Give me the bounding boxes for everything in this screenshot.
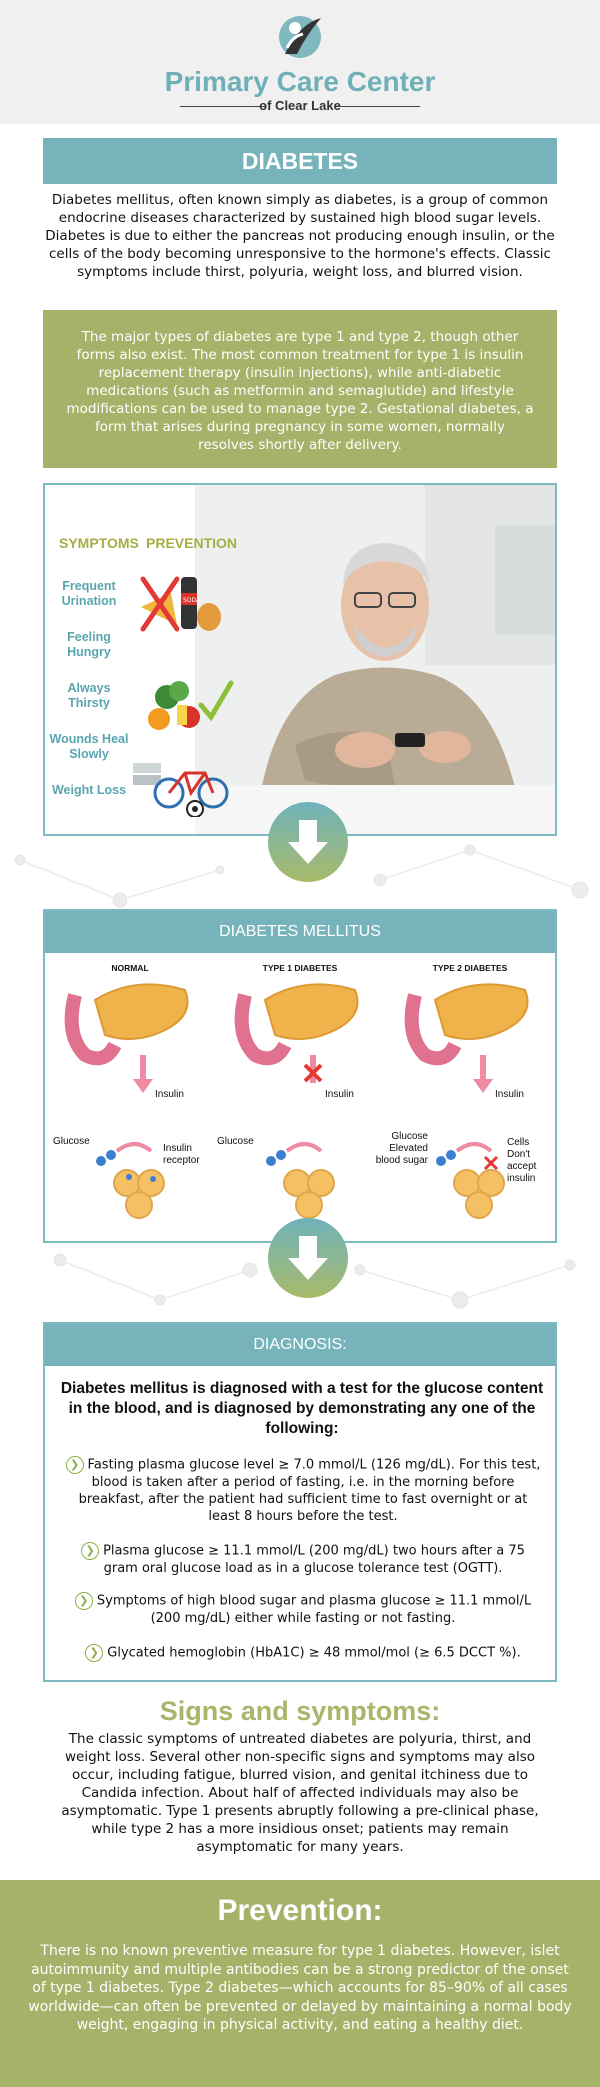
insulin-label: Insulin [325,1089,354,1100]
prevention-section: Prevention: There is no known preventive… [0,1880,600,2087]
brand-subtitle: of Clear Lake [259,98,341,113]
site-header: Primary Care Center of Clear Lake [0,0,600,124]
criteria-item: ❯Fasting plasma glucose level ≥ 7.0 mmol… [63,1456,543,1525]
symptom-item: Weight Loss [51,783,127,797]
column-label-type2: TYPE 2 DIABETES [432,963,508,973]
criteria-text: Symptoms of high blood sugar and plasma … [96,1593,532,1627]
chevron-right-icon: ❯ [74,1592,93,1610]
intro-paragraph: Diabetes mellitus, often known simply as… [45,192,555,280]
symptom-item: Feeling Hungry [67,630,111,659]
diagnosis-panel: DIAGNOSIS: Diabetes mellitus is diagnose… [43,1322,557,1682]
types-panel: The major types of diabetes are type 1 a… [43,310,557,468]
diagnosis-intro: Diabetes mellitus is diagnosed with a te… [60,1380,544,1437]
column-label-normal: NORMAL [111,963,149,973]
arrow-down-icon [268,802,348,882]
healthy-food-icon [148,680,234,730]
chevron-right-icon: ❯ [81,1542,100,1560]
diabetes-mellitus-panel: DIABETES MELLITUS NORMAL TYPE 1 DIABETES… [43,909,557,1243]
page-title: DIABETES [43,138,557,184]
arrow-down-icon [268,1218,348,1298]
signs-title: Signs and symptoms: [159,1696,441,1726]
prevention-paragraph: There is no known preventive measure for… [28,1943,572,2033]
criteria-item: ❯Glycated hemoglobin (HbA1C) ≥ 48 mmol/m… [63,1644,543,1662]
mellitus-heading: DIABETES MELLITUS [45,911,555,953]
criteria-item: ❯Plasma glucose ≥ 11.1 mmol/L (200 mg/dL… [63,1542,543,1577]
prevention-title: Prevention: [217,1894,383,1927]
cells-dont-accept-label: Cells Don't accept insulin [507,1137,537,1184]
divider [180,106,266,107]
glucose-label: Glucose [217,1136,254,1147]
pancreas-diagram [64,983,529,1219]
types-paragraph: The major types of diabetes are type 1 a… [66,329,534,453]
symptoms-prevention-panel: SYMPTOMS PREVENTION Frequent Urination F… [43,483,557,836]
criteria-text: Plasma glucose ≥ 11.1 mmol/L (200 mg/dL)… [103,1543,525,1577]
criteria-text: Fasting plasma glucose level ≥ 7.0 mmol/… [78,1457,541,1525]
symptom-item: Frequent Urination [61,579,117,608]
divider [334,106,420,107]
symptom-item: Always Thirsty [67,681,111,710]
prevention-heading: PREVENTION [146,535,238,551]
man-glucometer-photo [195,485,555,834]
signs-paragraph: The classic symptoms of untreated diabet… [61,1731,539,1855]
brand-name: Primary Care Center [164,66,436,97]
symptom-item: Wounds Heal Slowly [49,732,129,761]
criteria-text: Glycated hemoglobin (HbA1C) ≥ 48 mmol/mo… [107,1645,521,1661]
column-label-type1: TYPE 1 DIABETES [262,963,338,973]
logo-icon[interactable] [277,14,323,62]
diagnosis-heading: DIAGNOSIS: [45,1324,555,1366]
chevron-right-icon: ❯ [65,1456,84,1474]
no-junk-food-icon: SODA [140,576,221,632]
insulin-label: Insulin [155,1089,184,1100]
glucose-label: Glucose [53,1136,90,1147]
insulin-label: Insulin [495,1089,524,1100]
symptoms-heading: SYMPTOMS [59,535,139,551]
exercise-icon [133,763,229,817]
glucose-elevated-label: Glucose Elevated blood sugar [375,1131,428,1166]
criteria-item: ❯Symptoms of high blood sugar and plasma… [63,1592,543,1627]
insulin-receptor-label: Insulin receptor [163,1143,200,1166]
chevron-right-icon: ❯ [85,1644,104,1662]
soda-label: SODA [183,597,201,604]
